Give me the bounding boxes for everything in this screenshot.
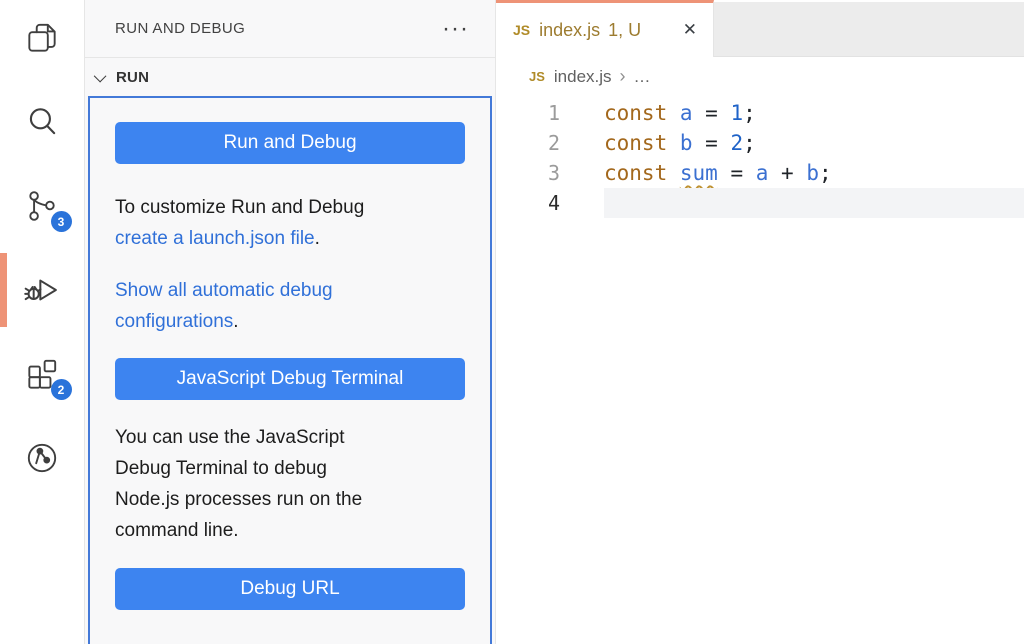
- tab-bar: JS index.js 1, U ✕: [496, 0, 1024, 57]
- breadcrumb-file[interactable]: index.js: [553, 66, 612, 86]
- debug-url-button[interactable]: Debug URL: [115, 568, 465, 610]
- create-launch-json-link[interactable]: create a launch.json file: [115, 228, 315, 249]
- more-actions-icon[interactable]: ···: [442, 14, 469, 42]
- code-line[interactable]: 4: [496, 188, 1024, 218]
- line-content[interactable]: const a = 1;: [604, 98, 1024, 128]
- tab-decorations: 1, U: [608, 19, 642, 40]
- panel-title: RUN AND DEBUG: [115, 20, 246, 37]
- source-control-icon: [23, 187, 61, 225]
- code-token: const: [604, 161, 680, 185]
- run-section-body: Run and Debug To customize Run and Debug…: [88, 96, 492, 644]
- code-token: const: [604, 131, 680, 155]
- tab-bar-empty-space: [714, 0, 1024, 57]
- chevron-down-icon: [93, 69, 107, 82]
- code-token: =: [692, 131, 731, 155]
- js-file-icon: JS: [513, 22, 531, 38]
- code-token: 2: [730, 131, 744, 155]
- line-content[interactable]: [604, 188, 1024, 218]
- code-token: a: [755, 161, 769, 185]
- js-file-icon: JS: [529, 69, 545, 84]
- code-token: ;: [743, 101, 756, 125]
- code-line[interactable]: 3 const sum = a + b;: [496, 158, 1024, 188]
- customize-paragraph: To customize Run and Debug create a laun…: [115, 192, 465, 254]
- code-token: const: [604, 101, 680, 125]
- activity-bar: 3: [0, 0, 85, 644]
- run-section-label: RUN: [116, 68, 150, 86]
- auto-debug-paragraph: Show all automatic debug configurations.: [115, 275, 465, 337]
- search-icon: [23, 103, 61, 141]
- breadcrumb-symbol-ellipsis[interactable]: …: [633, 66, 651, 86]
- code-token: b: [679, 131, 693, 155]
- extensions-icon: [23, 355, 61, 393]
- sidebar-item-source-control[interactable]: 3: [0, 184, 85, 232]
- launch-suffix: .: [314, 228, 320, 249]
- run-and-debug-panel: RUN AND DEBUG ··· RUN Run and Debug To c…: [85, 0, 495, 644]
- close-icon[interactable]: ✕: [682, 20, 697, 39]
- panel-header: RUN AND DEBUG ···: [85, 0, 495, 57]
- customize-text: To customize Run and Debug: [115, 197, 365, 218]
- code-token: a: [679, 101, 693, 125]
- auto-debug-suffix: .: [233, 311, 239, 332]
- line-number[interactable]: 1: [547, 101, 560, 125]
- code-token: ;: [818, 161, 832, 185]
- code-token: +: [768, 161, 807, 185]
- line-number[interactable]: 2: [547, 131, 560, 155]
- sidebar-item-network-graph[interactable]: [0, 436, 85, 480]
- line-content[interactable]: const sum = a + b;: [604, 158, 1024, 188]
- extensions-badge: 2: [50, 379, 72, 400]
- terminal-paragraph: You can use the JavaScript Debug Termina…: [115, 427, 363, 541]
- line-content[interactable]: const b = 2;: [604, 128, 1024, 158]
- js-debug-terminal-button[interactable]: JavaScript Debug Terminal: [115, 358, 465, 400]
- breadcrumb: JS index.js › …: [496, 57, 1024, 96]
- code-token: =: [692, 101, 731, 125]
- code-token: 1: [730, 101, 744, 125]
- network-graph-icon: [23, 439, 61, 477]
- code-token: sum: [679, 161, 718, 185]
- source-control-badge: 3: [50, 211, 72, 232]
- sidebar-item-run-and-debug[interactable]: [0, 253, 85, 327]
- sidebar-item-explorer[interactable]: [0, 16, 85, 60]
- sidebar-item-extensions[interactable]: 2: [0, 352, 85, 400]
- tab-index-js[interactable]: JS index.js 1, U ✕: [496, 0, 714, 57]
- code-token: b: [806, 161, 819, 185]
- line-number[interactable]: 3: [547, 161, 560, 185]
- debug-icon: [22, 270, 62, 310]
- code-token: =: [717, 161, 756, 185]
- line-number[interactable]: 4: [547, 191, 560, 215]
- run-section-header[interactable]: RUN: [85, 57, 495, 96]
- code-token: ;: [743, 131, 756, 155]
- chevron-right-icon: ›: [619, 66, 626, 86]
- tab-title: index.js: [539, 19, 601, 40]
- show-auto-debug-configs-link[interactable]: Show all automatic debug configurations: [115, 280, 333, 332]
- files-icon: [23, 19, 61, 57]
- run-and-debug-button[interactable]: Run and Debug: [115, 122, 465, 164]
- sidebar-item-search[interactable]: [0, 100, 85, 144]
